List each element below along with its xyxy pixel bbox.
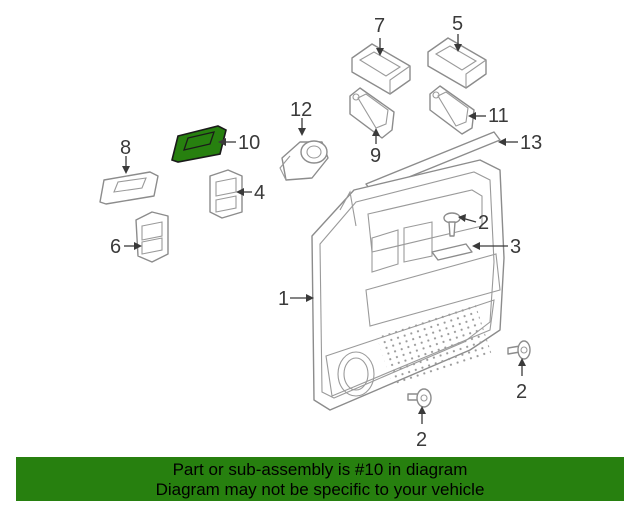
part-2-fastener-upper[interactable] (443, 212, 461, 237)
callout-7: 7 (374, 15, 385, 37)
part-5-switch[interactable] (427, 37, 487, 89)
callout-8: 8 (120, 137, 131, 159)
part-11-bezel[interactable] (429, 85, 475, 135)
callout-3: 3 (510, 236, 521, 258)
callout-5: 5 (452, 13, 463, 35)
callout-9: 9 (370, 145, 381, 167)
callout-13: 13 (520, 132, 542, 154)
part-6-switch[interactable] (135, 211, 169, 263)
callout-2-right: 2 (516, 381, 527, 403)
part-10-bezel-highlighted[interactable] (171, 125, 227, 163)
leader-lines (122, 34, 526, 424)
callout-6: 6 (110, 236, 121, 258)
part-9-bezel[interactable] (349, 87, 395, 139)
part-2-fastener-right[interactable] (507, 340, 531, 360)
parts-diagram: 7 5 12 8 9 11 13 10 4 6 1 2 3 2 2 (99, 13, 542, 451)
part-1-door-panel[interactable] (311, 159, 505, 411)
callout-2-upper: 2 (478, 212, 489, 234)
banner-line-1: Part or sub-assembly is #10 in diagram (172, 460, 468, 479)
part-12-mirror-switch[interactable] (279, 140, 329, 181)
part-7-switch[interactable] (351, 43, 411, 95)
callout-11: 11 (488, 105, 509, 127)
banner-line-2: Diagram may not be specific to your vehi… (155, 480, 485, 499)
callout-4: 4 (254, 182, 265, 204)
part-4-switch[interactable] (209, 169, 243, 219)
callout-2-bottom: 2 (416, 429, 427, 451)
info-banner: Part or sub-assembly is #10 in diagram D… (16, 457, 624, 501)
callout-1: 1 (278, 288, 289, 310)
part-8-bezel[interactable] (99, 171, 159, 205)
callout-10: 10 (238, 132, 260, 154)
part-2-fastener-bottom[interactable] (407, 388, 432, 408)
callout-12: 12 (290, 99, 312, 121)
